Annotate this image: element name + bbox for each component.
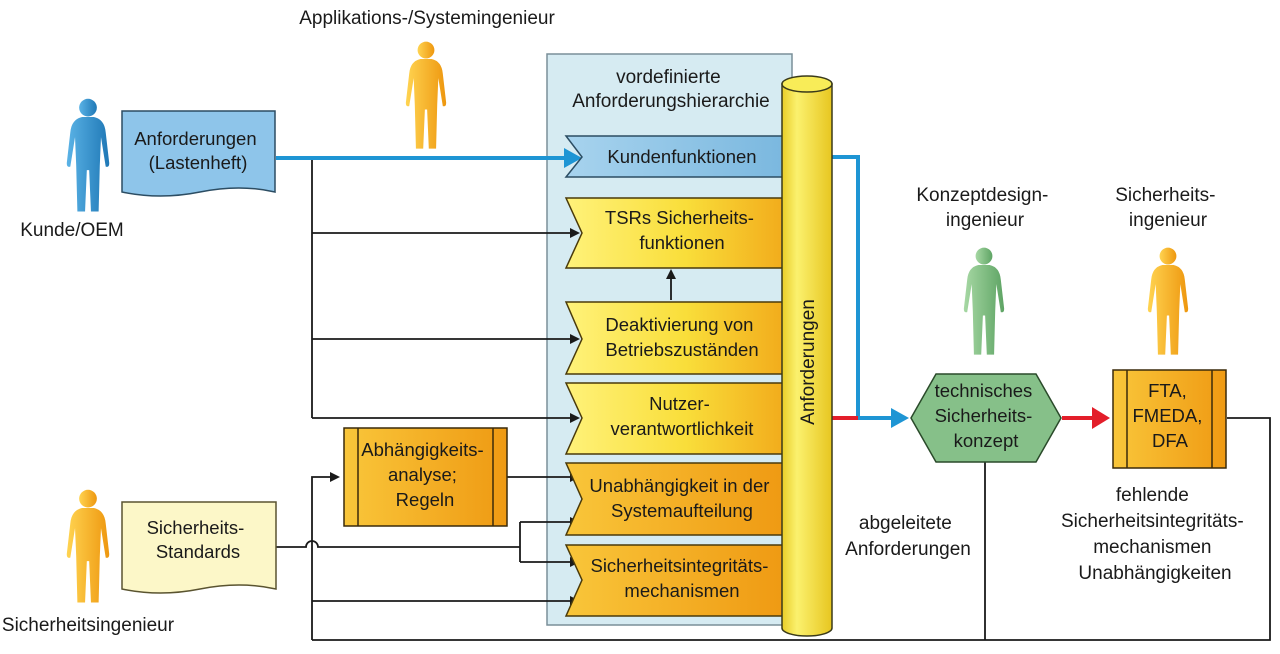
item-label: Deaktivierung von Betriebszuständen — [605, 314, 758, 360]
concept-engineer-person-icon — [963, 247, 1005, 355]
item-label: Sicherheitsintegritäts- mechanismen — [590, 555, 773, 601]
cylinder-label: Anforderungen — [798, 299, 819, 425]
hierarchy-item-kundenfunktionen: Kundenfunktionen — [564, 135, 784, 178]
requirements-document-label: Anforderungen (Lastenheft) — [134, 128, 262, 173]
hierarchy-item-deaktivierung: Deaktivierung von Betriebszuständen — [564, 301, 784, 375]
item-label: Nutzer- verantwortlichkeit — [611, 393, 754, 439]
red-arrowhead-methods — [1092, 407, 1110, 429]
hierarchy-item-tsr: TSRs Sicherheits- funktionen — [564, 197, 784, 269]
blue-arrowhead-kundenfunktionen — [564, 148, 582, 168]
connector-lines — [276, 158, 1271, 641]
dependency-analysis-box: Abhängigkeits- analyse; Regeln — [343, 427, 508, 527]
safety-engineer-left-person-icon — [66, 489, 110, 603]
hierarchy-item-sicherheitsintegritaet: Sicherheitsintegritäts- mechanismen — [564, 544, 784, 617]
concept-engineer-label: Konzeptdesign- ingenieur — [916, 185, 1053, 231]
safety-engineer-left-label: Sicherheitsingenieur — [2, 615, 175, 636]
technical-safety-concept-label: technisches Sicherheits- konzept — [935, 380, 1038, 451]
dependency-analysis-label: Abhängigkeits- analyse; Regeln — [361, 439, 489, 510]
hierarchy-item-unabhaengigkeit: Unabhängigkeit in der Systemaufteilung — [564, 462, 784, 536]
applications-engineer-label: Applikations-/Systemingenieur — [299, 8, 555, 29]
missing-mechanisms-label: fehlende Sicherheitsintegritäts- mechani… — [1061, 485, 1249, 584]
technical-safety-concept: technisches Sicherheits- konzept — [910, 373, 1062, 463]
requirements-document: Anforderungen (Lastenheft) — [121, 110, 276, 197]
analysis-methods-label: FTA, FMEDA, DFA — [1132, 380, 1207, 451]
hierarchy-title: vordefinierte Anforderungshierarchie — [572, 67, 770, 112]
derived-requirements-label: abgeleitete Anforderungen — [845, 513, 971, 560]
safety-engineer-right-person-icon — [1147, 247, 1189, 355]
arrow-to-abhaengigkeit — [311, 472, 340, 640]
customer-person-icon — [66, 98, 110, 212]
applications-engineer-person-icon — [405, 41, 447, 149]
hierarchy-item-nutzer: Nutzer- verantwortlichkeit — [564, 382, 784, 455]
customer-label: Kunde/OEM — [20, 220, 124, 241]
safety-standards-document: Sicherheits- Standards — [121, 501, 277, 594]
blue-arrowhead-concept — [891, 408, 909, 428]
safety-engineer-right-label: Sicherheits- ingenieur — [1115, 185, 1221, 231]
analysis-methods-box: FTA, FMEDA, DFA — [1112, 369, 1227, 469]
safety-standards-label: Sicherheits- Standards — [147, 517, 250, 562]
item-label: Kundenfunktionen — [607, 146, 756, 167]
item-label: TSRs Sicherheits- funktionen — [605, 207, 759, 253]
item-label: Unabhängigkeit in der Systemaufteilung — [589, 475, 774, 521]
requirements-cylinder: Anforderungen — [781, 75, 833, 637]
